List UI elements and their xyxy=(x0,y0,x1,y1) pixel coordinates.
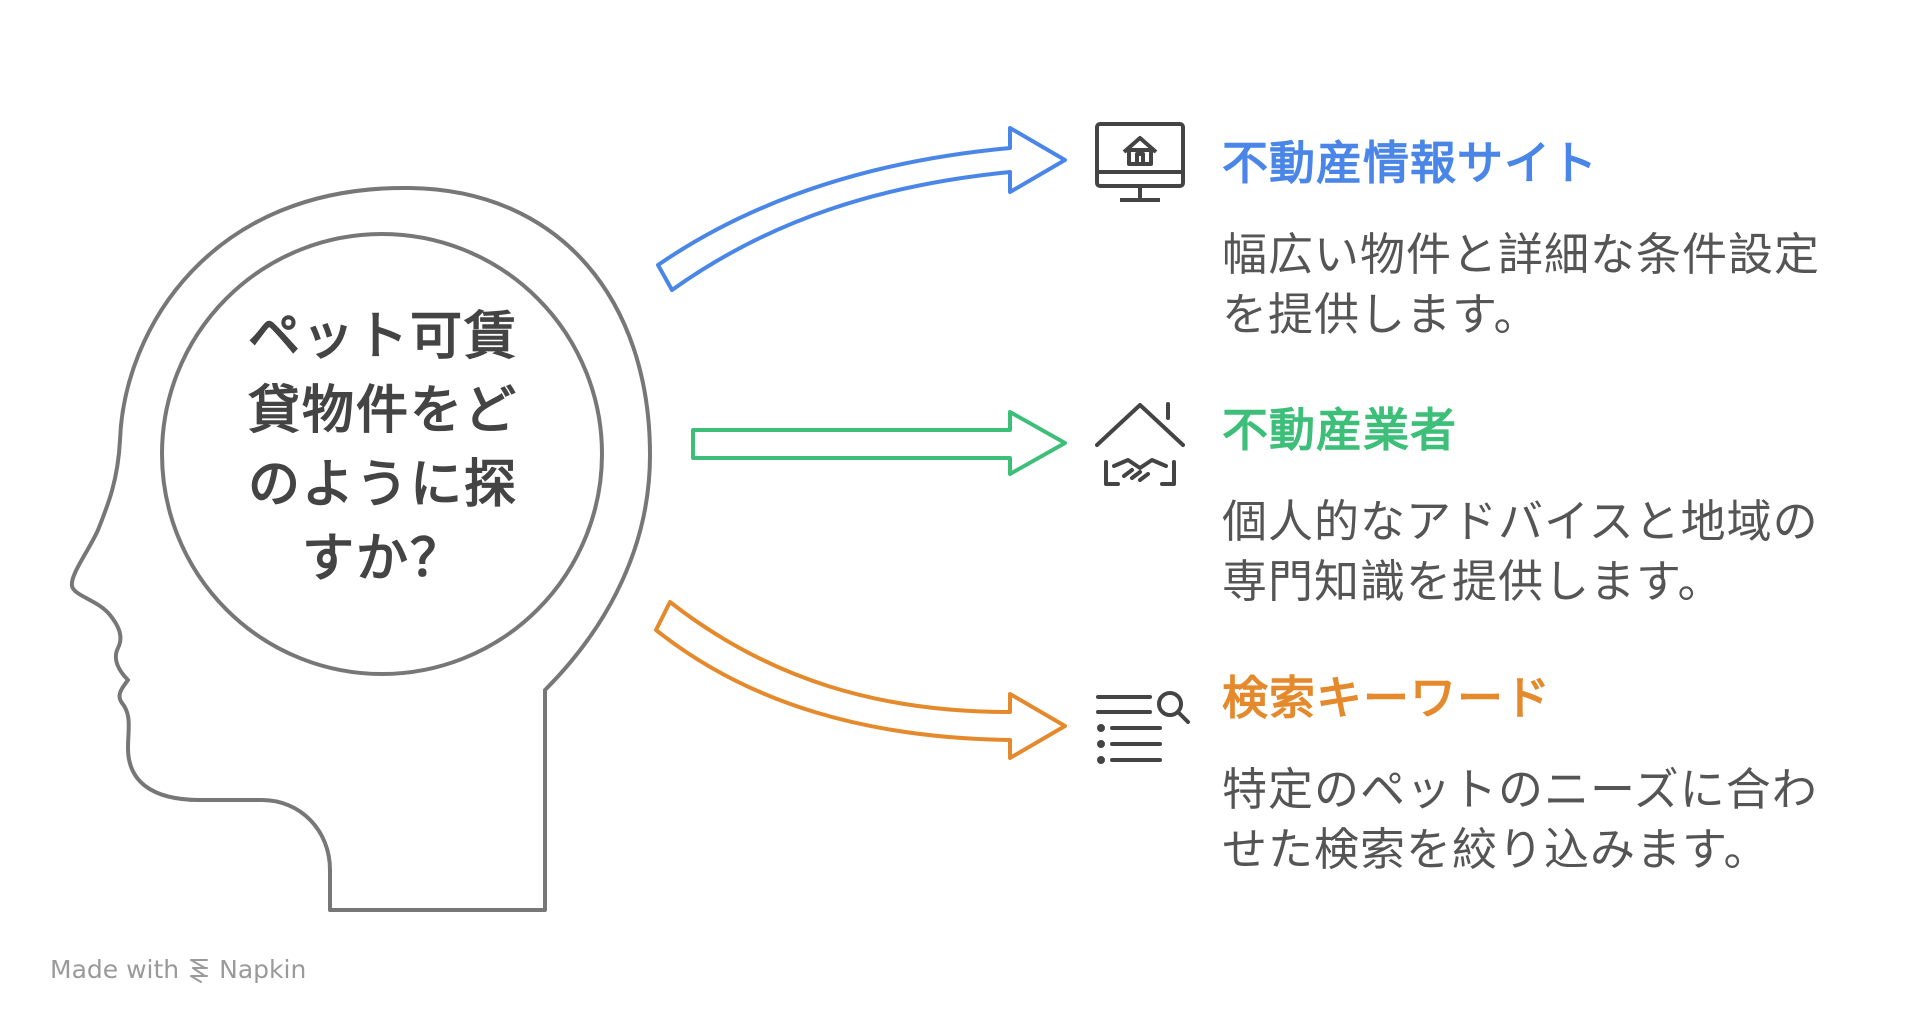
title-real-estate-site: 不動産情報サイト xyxy=(1222,136,1598,190)
desc-line: せた検索を絞り込みます。 xyxy=(1222,823,1770,876)
napkin-watermark[interactable]: Made with Napkin xyxy=(50,955,306,984)
watermark-prefix: Made with xyxy=(50,955,180,984)
desc-line: 専門知識を提供します。 xyxy=(1222,555,1724,608)
title-search-keywords: 検索キーワード xyxy=(1222,671,1551,725)
monitor-house-icon xyxy=(1095,122,1185,202)
desc-line: 個人的なアドバイスと地域の xyxy=(1222,495,1819,548)
watermark-brand: Napkin xyxy=(219,955,307,984)
arrow-to-search-keywords xyxy=(654,600,1067,760)
desc-real-estate-agent: 個人的なアドバイスと地域の 専門知識を提供します。 xyxy=(1222,492,1819,612)
title-real-estate-agent: 不動産業者 xyxy=(1222,403,1457,457)
desc-line: 特定のペットのニーズに合わ xyxy=(1222,763,1818,816)
question-line: のように探 xyxy=(247,455,518,515)
house-handshake-icon xyxy=(1095,402,1185,486)
desc-real-estate-site: 幅広い物件と詳細な条件設定 を提供します。 xyxy=(1222,225,1820,345)
question-line: すか？ xyxy=(301,529,464,589)
central-question: ペット可賃 貸物件をど のように探 すか？ xyxy=(198,300,568,596)
arrow-to-real-estate-site xyxy=(656,126,1067,292)
thought-circle xyxy=(160,232,604,676)
list-search-icon xyxy=(1096,691,1190,764)
desc-line: 幅広い物件と詳細な条件設定 xyxy=(1222,228,1821,281)
question-line: 貸物件をど xyxy=(247,381,518,441)
napkin-logo-icon xyxy=(190,958,209,983)
desc-search-keywords: 特定のペットのニーズに合わ せた検索を絞り込みます。 xyxy=(1222,760,1818,880)
desc-line: を提供します。 xyxy=(1222,288,1540,341)
arrow-to-real-estate-agent xyxy=(691,410,1067,476)
question-line: ペット可賃 xyxy=(247,307,518,367)
